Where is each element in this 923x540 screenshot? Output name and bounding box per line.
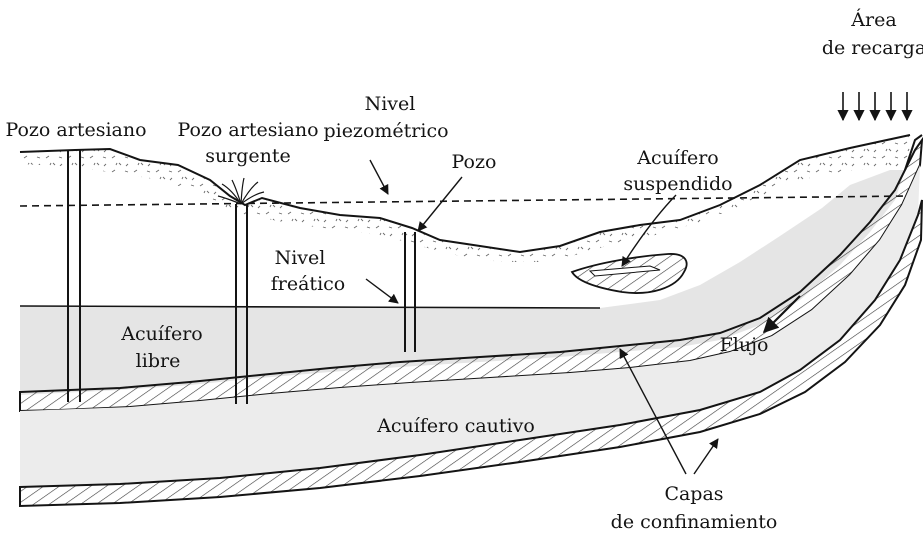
unconfined-aquifer-label-2: libre — [136, 350, 181, 372]
recharge-arrows — [843, 92, 907, 120]
flowing-artesian-well-label-2: surgente — [205, 145, 291, 167]
water-table-label-1: Nivel — [275, 247, 326, 269]
perched-aquifer-label-2: suspendido — [623, 173, 732, 195]
recharge-area-label-1: Área — [850, 8, 896, 31]
perched-aquifer-label-1: Acuífero — [636, 147, 718, 169]
well-label: Pozo — [452, 151, 497, 173]
recharge-area-label-2: de recarga — [822, 37, 923, 59]
artesian-well-label: Pozo artesiano — [5, 119, 146, 141]
piezometric-level-line — [20, 196, 910, 206]
water-table-label-2: freático — [271, 273, 345, 295]
piezometric-level-label-1: Nivel — [365, 93, 416, 115]
piezometric-leader — [370, 160, 388, 194]
flowing-artesian-well-label-1: Pozo artesiano — [177, 119, 318, 141]
well-leader — [418, 177, 462, 231]
confining-leader-2 — [694, 439, 718, 474]
water-table-leader — [366, 279, 398, 303]
perched-aquifer-lens — [572, 254, 687, 293]
flow-label: Flujo — [720, 334, 769, 356]
confining-layers-label-1: Capas — [664, 483, 723, 505]
confined-aquifer-label: Acuífero cautivo — [376, 415, 535, 437]
piezometric-level-label-2: piezométrico — [323, 120, 448, 142]
unconfined-aquifer-label-1: Acuífero — [120, 323, 202, 345]
confining-layers-label-2: de confinamiento — [611, 511, 778, 533]
